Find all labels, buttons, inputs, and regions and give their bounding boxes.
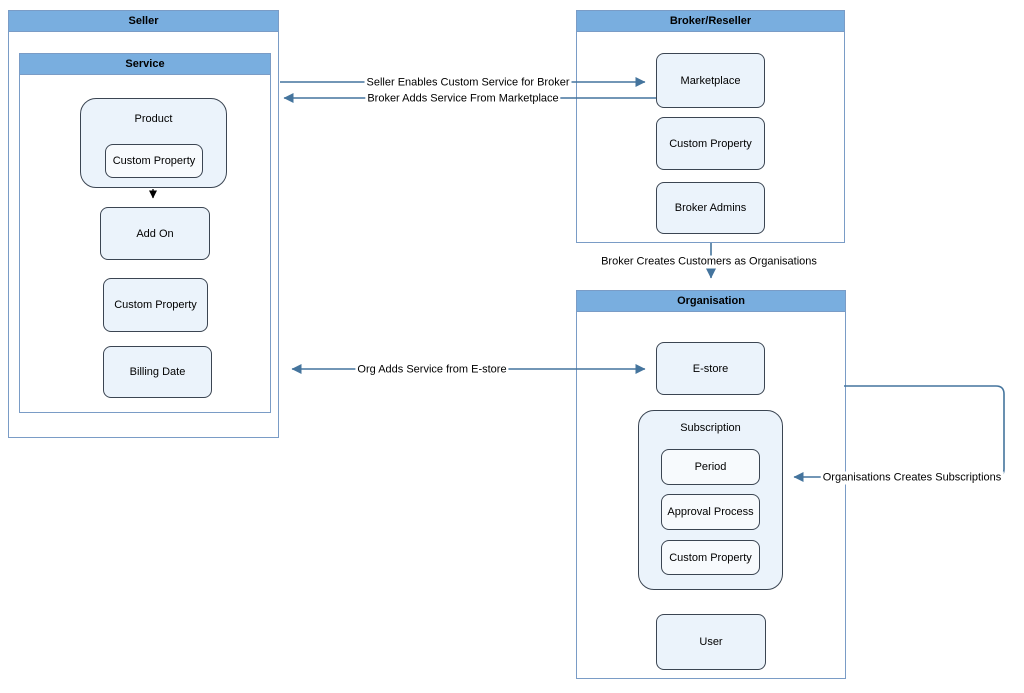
node-approval-process-label: Approval Process — [667, 506, 754, 518]
container-broker-reseller-header: Broker/Reseller — [577, 11, 844, 32]
node-subscription-custom-property-label: Custom Property — [669, 551, 752, 564]
node-subscription-custom-property: Custom Property — [661, 540, 760, 575]
node-marketplace-label: Marketplace — [680, 74, 741, 87]
edge-label-seller-enables-broker: Seller Enables Custom Service for Broker — [364, 76, 572, 90]
container-seller-header: Seller — [9, 11, 278, 32]
node-add-on: Add On — [100, 207, 210, 260]
edge-label-org-adds-service: Org Adds Service from E-store — [355, 363, 509, 377]
node-product-label: Product — [134, 113, 173, 125]
node-marketplace: Marketplace — [656, 53, 765, 108]
edge-label-org-creates-subscriptions: Organisations Creates Subscriptions — [820, 471, 1004, 485]
node-product-custom-property-label: Custom Property — [112, 155, 196, 167]
node-product-custom-property: Custom Property — [105, 144, 203, 178]
node-approval-process: Approval Process — [661, 494, 760, 530]
node-billing-date-label: Billing Date — [129, 366, 186, 378]
node-user-label: User — [699, 636, 723, 648]
node-subscription-label: Subscription — [680, 422, 741, 434]
node-broker-admins: Broker Admins — [656, 182, 765, 234]
node-period-label: Period — [694, 461, 727, 473]
node-service-custom-property-label: Custom Property — [114, 299, 197, 311]
node-broker-custom-property: Custom Property — [656, 117, 765, 170]
node-billing-date: Billing Date — [103, 346, 212, 398]
node-e-store-label: E-store — [692, 362, 729, 375]
node-user: User — [656, 614, 766, 670]
node-e-store: E-store — [656, 342, 765, 395]
node-service-custom-property: Custom Property — [103, 278, 208, 332]
node-broker-custom-property-label: Custom Property — [669, 137, 752, 150]
edge-label-broker-creates-customers: Broker Creates Customers as Organisation… — [599, 255, 819, 269]
node-add-on-label: Add On — [136, 227, 174, 240]
edge-label-broker-adds-service: Broker Adds Service From Marketplace — [365, 92, 561, 106]
node-period: Period — [661, 449, 760, 485]
container-organisation-header: Organisation — [577, 291, 845, 312]
container-service-header: Service — [20, 54, 270, 75]
node-broker-admins-label: Broker Admins — [674, 202, 747, 214]
